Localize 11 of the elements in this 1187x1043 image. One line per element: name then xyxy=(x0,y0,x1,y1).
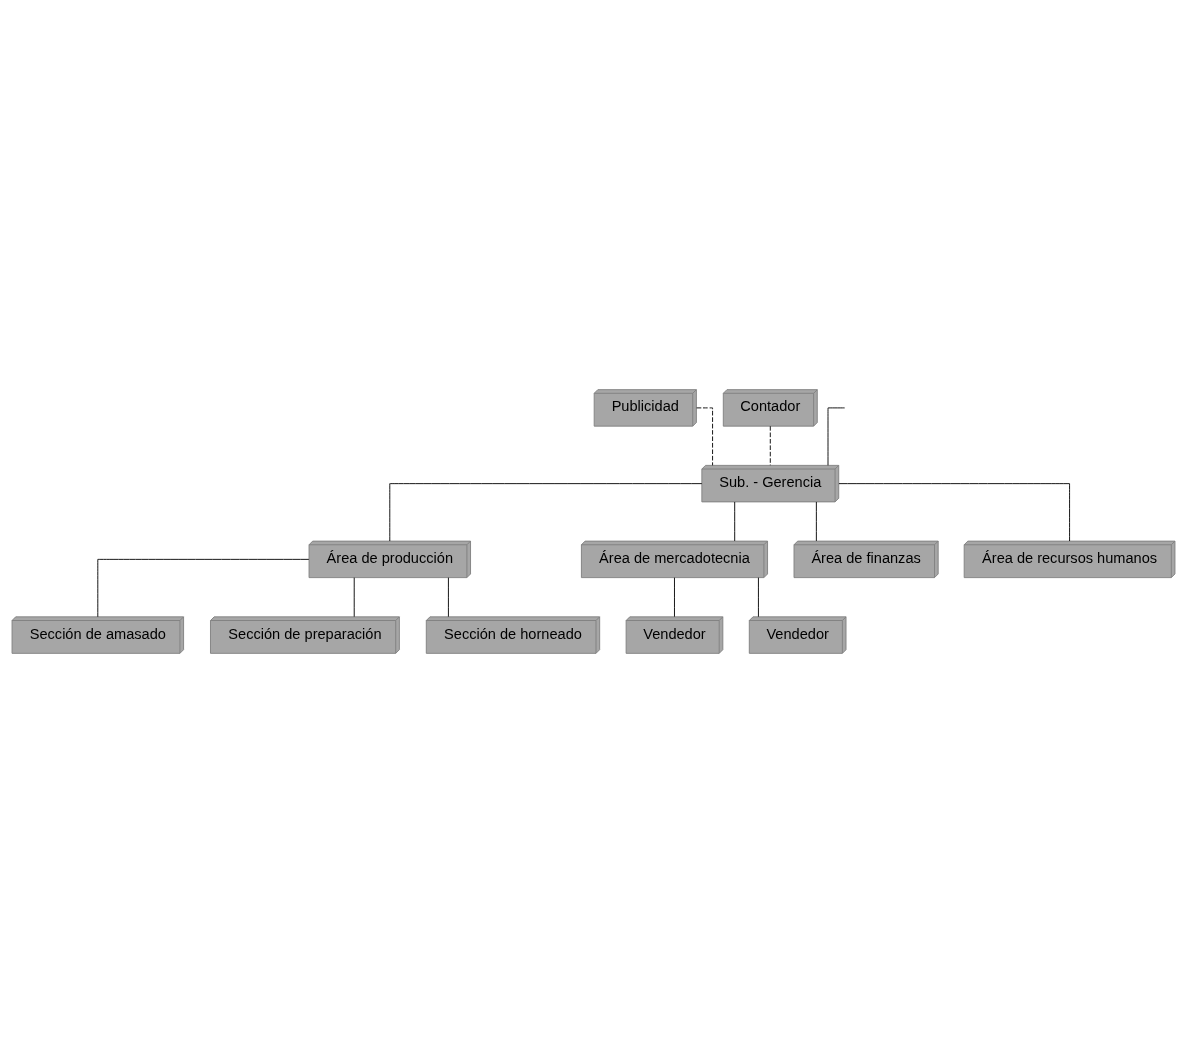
connector xyxy=(734,501,736,542)
connector xyxy=(447,577,449,618)
connector xyxy=(815,501,817,542)
connector xyxy=(389,483,703,542)
connector xyxy=(696,407,714,466)
connector xyxy=(674,577,675,618)
connector xyxy=(353,577,355,618)
connector xyxy=(769,425,771,466)
connector xyxy=(757,577,759,618)
connector xyxy=(97,558,310,618)
connector xyxy=(838,483,1071,542)
